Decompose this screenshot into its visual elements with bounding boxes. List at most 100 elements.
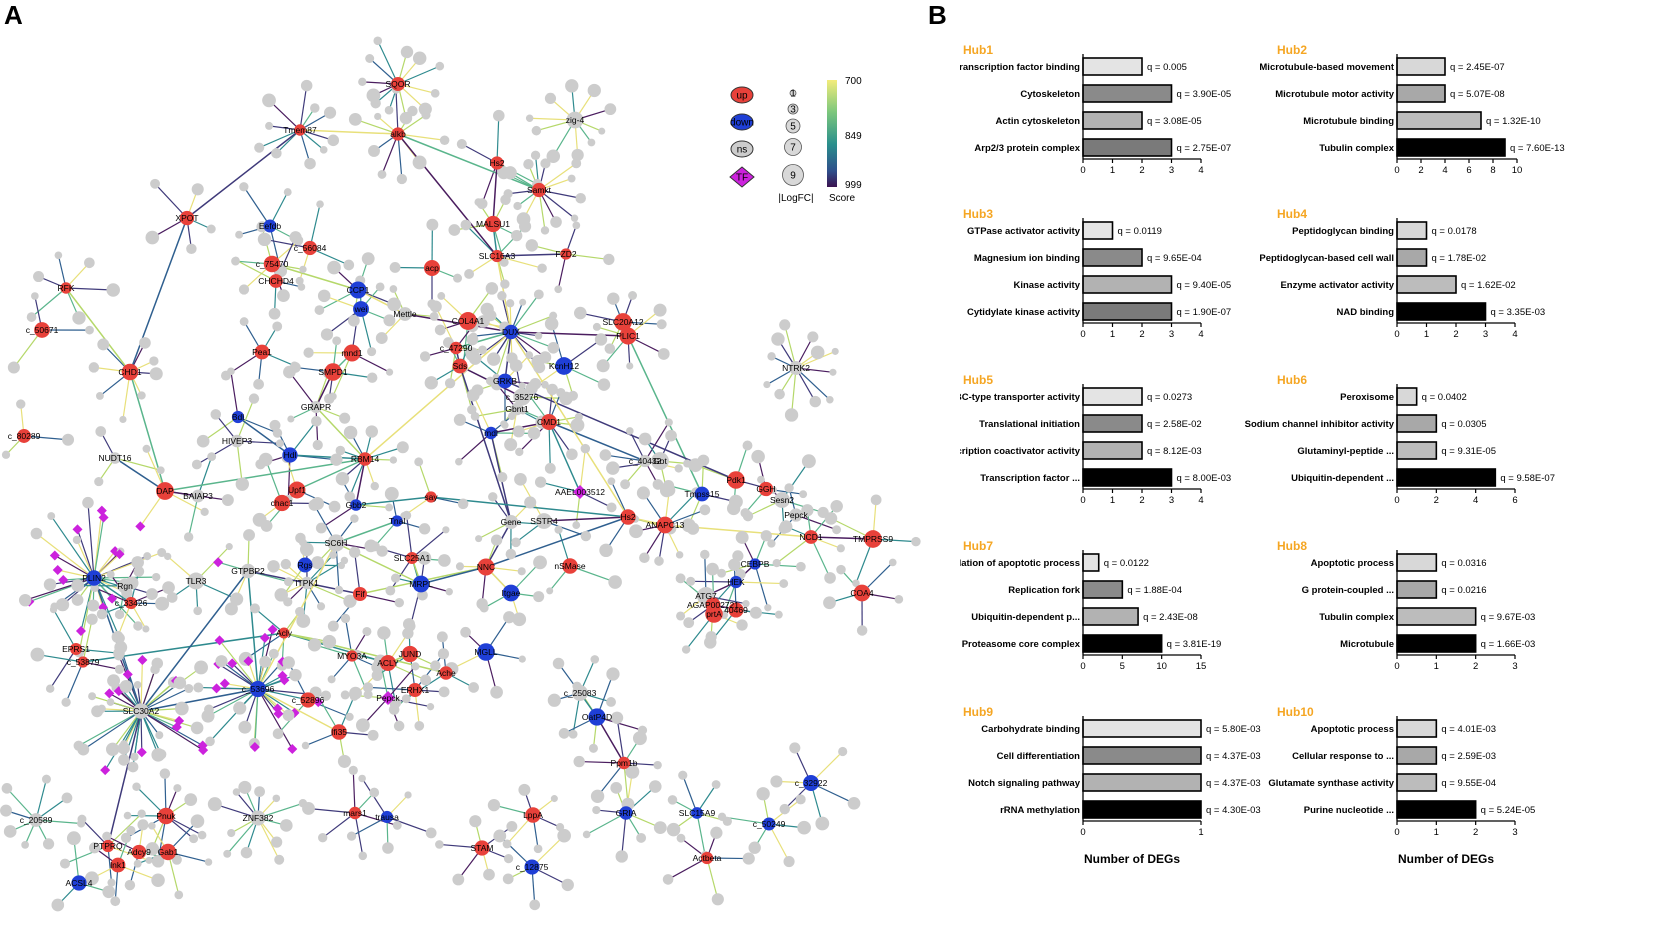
category-label: Ubiquitin-dependent ...: [1291, 473, 1394, 484]
tf-node: [53, 565, 63, 575]
leaf-node: [145, 231, 159, 245]
leaf-node: [43, 838, 54, 849]
node-label: Rgn: [117, 581, 133, 591]
leaf-node: [269, 308, 281, 320]
leaf-node: [327, 261, 341, 275]
network-edge: [108, 711, 141, 846]
leaf-node: [132, 782, 141, 791]
leaf-node: [848, 797, 861, 810]
q-value-label: q = 1.88E-04: [1127, 585, 1182, 596]
bar: [1083, 222, 1113, 239]
leaf-node: [258, 233, 271, 246]
bar: [1397, 608, 1476, 625]
network-edge: [66, 662, 83, 702]
leaf-node: [363, 682, 373, 692]
node-label: NCD1: [799, 532, 822, 542]
leaf-node: [96, 392, 104, 400]
leaf-node: [310, 103, 320, 113]
leaf-node: [110, 896, 120, 906]
node-label: PLIC1: [616, 331, 640, 341]
leaf-node: [174, 891, 183, 900]
leaf-node: [249, 393, 259, 403]
node-label: KcnH12: [549, 361, 580, 371]
leaf-node: [608, 477, 616, 485]
bar: [1397, 581, 1436, 598]
leaf-node: [413, 51, 426, 64]
leaf-node: [295, 607, 304, 616]
leaf-node: [497, 291, 506, 300]
node-label: zig-4: [566, 115, 585, 125]
leaf-node: [649, 780, 662, 793]
leaf-node: [581, 531, 591, 541]
leaf-node: [289, 231, 301, 243]
leaf-node: [668, 795, 678, 805]
category-label: Glutaminyl-peptide ...: [1297, 446, 1394, 457]
leaf-node: [349, 113, 362, 126]
node-label: nSMase: [554, 561, 585, 571]
node-label: Pdk1: [726, 475, 746, 485]
node-label: Pepck: [376, 693, 400, 703]
leaf-node: [184, 684, 193, 693]
leaf-node: [780, 804, 790, 814]
category-label: Peptidoglycan-based cell wall: [1259, 253, 1394, 264]
x-tick-label: 0: [1394, 827, 1399, 838]
leaf-node: [382, 842, 394, 854]
leaf-node: [700, 550, 709, 559]
leaf-node: [137, 391, 145, 399]
bar: [1397, 85, 1445, 102]
tf-node: [73, 524, 83, 534]
leaf-node: [107, 879, 115, 887]
leaf-node: [761, 530, 772, 541]
leaf-node: [503, 840, 512, 849]
category-label: Enzyme activator activity: [1280, 280, 1394, 291]
leaf-node: [130, 753, 138, 761]
leaf-node: [120, 740, 127, 747]
leaf-node: [173, 784, 181, 792]
leaf-node: [606, 697, 616, 707]
bar: [1083, 139, 1172, 156]
node-label: SLC25A1: [394, 553, 431, 563]
node-label: prtA: [706, 609, 722, 619]
hub-title: Hub3: [963, 207, 993, 221]
category-label: Proteasome core complex: [962, 639, 1081, 650]
tf-node: [287, 744, 297, 754]
leaf-node: [328, 675, 336, 683]
leaf-node: [718, 813, 726, 821]
q-value-label: q = 0.0305: [1441, 419, 1486, 430]
node-label: MALSU1: [476, 219, 510, 229]
leaf-node: [374, 113, 381, 120]
x-tick-label: 2: [1473, 827, 1478, 838]
leaf-node: [143, 552, 151, 560]
leaf-node: [350, 514, 358, 522]
leaf-node: [329, 551, 337, 559]
leaf-node: [606, 461, 619, 474]
leaf-node: [339, 413, 350, 424]
leaf-node: [823, 596, 836, 609]
tf-node: [260, 633, 270, 643]
leaf-node: [511, 537, 521, 547]
legend-score-tick: 849: [845, 131, 862, 142]
leaf-node: [568, 175, 576, 183]
leaf-node: [736, 531, 749, 544]
leaf-node: [321, 328, 333, 340]
leaf-node: [504, 854, 513, 863]
leaf-node: [118, 754, 130, 766]
hub-title: Hub7: [963, 539, 993, 553]
leaf-node: [411, 662, 419, 670]
leaf-node: [184, 793, 197, 806]
x-tick-label: 2: [1453, 329, 1458, 340]
tf-node: [220, 679, 230, 689]
node-label: NUDT16: [98, 453, 131, 463]
node-label: c_52896: [292, 695, 325, 705]
q-value-label: q = 0.0178: [1432, 226, 1477, 237]
bar: [1397, 249, 1427, 266]
q-value-label: q = 9.31E-05: [1441, 446, 1496, 457]
leaf-node: [347, 831, 356, 840]
leaf-node: [637, 486, 650, 499]
node-label: HIVEP3: [222, 436, 253, 446]
node-label: Ppm1b: [611, 758, 638, 768]
